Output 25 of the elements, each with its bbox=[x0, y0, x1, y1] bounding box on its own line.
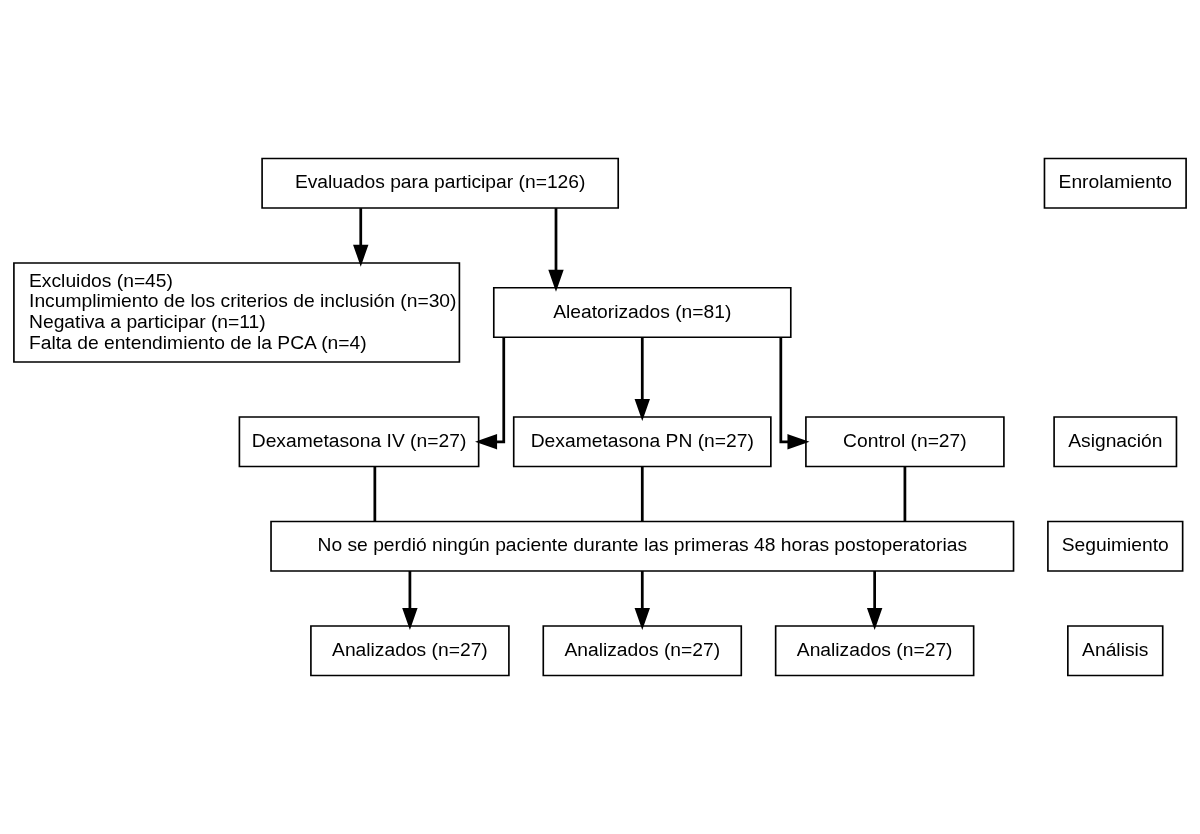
arrow bbox=[779, 337, 810, 450]
node-box: No se perdió ningún paciente durante las primeras 48 horas postoperatorias bbox=[270, 520, 1015, 572]
node-box: Dexametasona PN (n=27) bbox=[512, 416, 772, 468]
arrow bbox=[353, 208, 369, 267]
arrow bbox=[634, 337, 650, 422]
node-box: Asignación bbox=[1053, 416, 1178, 468]
node-box: Control (n=27) bbox=[805, 416, 1005, 468]
node-box: Analizados (n=27) bbox=[310, 625, 510, 677]
node-box: Dexametasona IV (n=27) bbox=[238, 416, 480, 468]
arrow bbox=[866, 571, 883, 630]
node-box: Evaluados para participar (n=126) bbox=[261, 157, 620, 209]
arrow bbox=[634, 571, 650, 630]
connector bbox=[903, 466, 907, 522]
node-box: Seguimiento bbox=[1047, 520, 1184, 572]
arrow bbox=[402, 571, 418, 630]
arrow bbox=[475, 337, 506, 450]
node-box: Analizados (n=27) bbox=[542, 625, 743, 677]
connector bbox=[640, 466, 644, 522]
node-box: Enrolamiento bbox=[1043, 157, 1187, 209]
node-box: Aleatorizados (n=81) bbox=[492, 286, 792, 339]
node-box: Excluidos (n=45) Incumplimiento de los criterios de inclusión (n=30) Negativa a participar (n=11) Falta de entendimiento de la PCA (n=4) bbox=[13, 262, 461, 363]
arrow bbox=[548, 208, 564, 292]
node-box: Análisis bbox=[1067, 625, 1164, 677]
node-box: Analizados (n=27) bbox=[774, 625, 975, 677]
connector bbox=[373, 466, 377, 522]
